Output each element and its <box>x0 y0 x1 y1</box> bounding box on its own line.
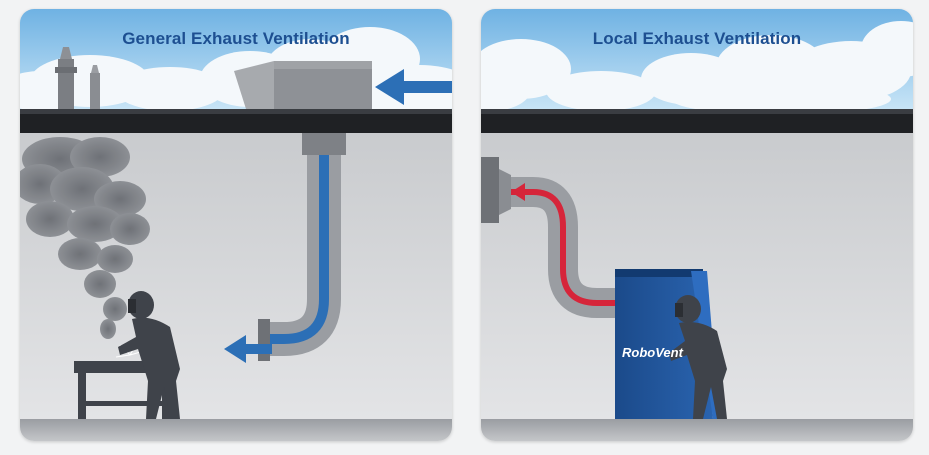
floor <box>20 419 452 441</box>
outlet-air-arrow <box>224 335 272 363</box>
clouds <box>481 21 913 115</box>
duct-outlet-flange <box>258 319 270 361</box>
duct-airflow-line <box>266 155 329 344</box>
wall-duct-inlet <box>481 157 511 223</box>
ceiling-duct-collar <box>302 133 346 155</box>
duct-airflow-line <box>511 189 619 306</box>
floor <box>481 419 913 441</box>
general-exhaust-panel: General Exhaust Ventilation <box>20 9 452 441</box>
local-exhaust-title: Local Exhaust Ventilation <box>592 29 802 48</box>
welding-smoke <box>20 137 150 339</box>
welder-figure <box>669 295 727 419</box>
local-exhaust-panel: Local Exhaust Ventilation <box>481 9 913 441</box>
roof-stacks <box>55 47 100 109</box>
incoming-air-arrow <box>375 69 452 105</box>
robovent-logo: RoboVent <box>622 345 683 360</box>
general-exhaust-title: General Exhaust Ventilation <box>122 29 350 48</box>
welder-figure <box>118 291 180 419</box>
general-exhaust-illustration <box>20 9 452 441</box>
roof-exhaust-hood <box>234 61 372 109</box>
local-exhaust-illustration <box>481 9 913 441</box>
airflow-arrowhead <box>511 183 525 201</box>
